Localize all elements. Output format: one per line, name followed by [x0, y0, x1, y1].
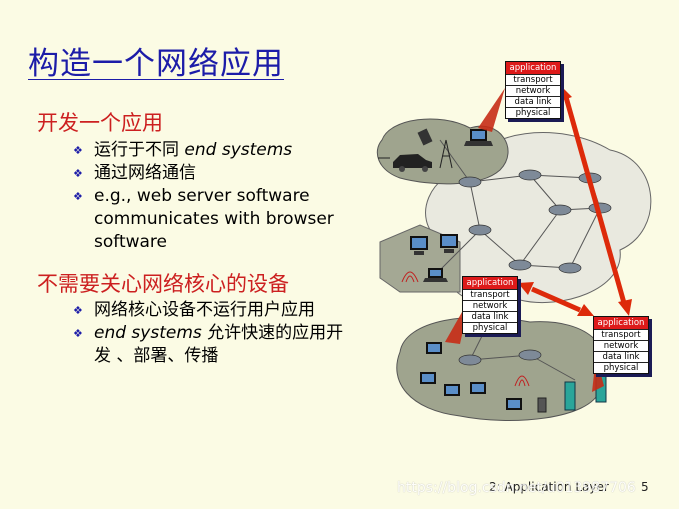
home-pc-icon [410, 236, 428, 255]
stack-layer-application: application [594, 317, 648, 329]
stack-layer-network: network [594, 340, 648, 351]
bullet-list-core: 网络核心设备不运行用户应用 end systems 允许快速的应用开发 、部署、… [71, 299, 351, 368]
bullet-item: e.g., web server software communicates w… [71, 185, 346, 254]
bullet-item: 网络核心设备不运行用户应用 [71, 299, 351, 322]
footer-chapter-label: 2: Application Layer [489, 480, 609, 494]
home-laptop-icon [423, 268, 448, 282]
watermark: https://blog.csdn.net/u013987706 [397, 480, 636, 496]
protocol-stack-home: application transport network data link … [462, 276, 518, 334]
phone-icon [537, 397, 547, 413]
stack-layer-datalink: data link [463, 311, 517, 322]
car-icon [378, 154, 432, 172]
stack-layer-network: network [506, 85, 560, 96]
stack-layer-physical: physical [506, 107, 560, 118]
stack-layer-transport: transport [463, 289, 517, 300]
bullet-item: 运行于不同 end systems [71, 139, 346, 162]
enterprise-pcs-icon [420, 342, 522, 410]
stack-layer-application: application [463, 277, 517, 289]
slide-title: 构造一个网络应用 [28, 46, 284, 82]
bullet-item: 通过网络通信 [71, 162, 346, 185]
bullet-list-develop: 运行于不同 end systems 通过网络通信 e.g., web serve… [71, 139, 346, 254]
section-heading-develop-app: 开发一个应用 [37, 111, 163, 135]
stack-layer-application: application [506, 62, 560, 74]
pda-icon [417, 128, 433, 146]
stack-layer-transport: transport [506, 74, 560, 85]
logical-communication-arrows [518, 84, 632, 316]
stack-layer-network: network [463, 300, 517, 311]
footer-page-number: 5 [641, 480, 649, 494]
stack-layer-transport: transport [594, 329, 648, 340]
router-icons [458, 169, 612, 366]
protocol-stack-server: application transport network data link … [593, 316, 649, 374]
wireless-icon [401, 271, 419, 283]
home-pc-icon [440, 234, 458, 253]
bullet-item: end systems 允许快速的应用开发 、部署、传播 [71, 322, 351, 368]
stack-layer-datalink: data link [506, 96, 560, 107]
stack-layer-physical: physical [594, 362, 648, 373]
section-heading-network-core: 不需要关心网络核心的设备 [37, 272, 289, 296]
wireless-icon [514, 375, 530, 387]
stack-layer-datalink: data link [594, 351, 648, 362]
cell-tower-icon [439, 139, 453, 169]
laptop-icon [464, 129, 493, 146]
stack-layer-physical: physical [463, 322, 517, 333]
protocol-stack-mobile: application transport network data link … [505, 61, 561, 119]
